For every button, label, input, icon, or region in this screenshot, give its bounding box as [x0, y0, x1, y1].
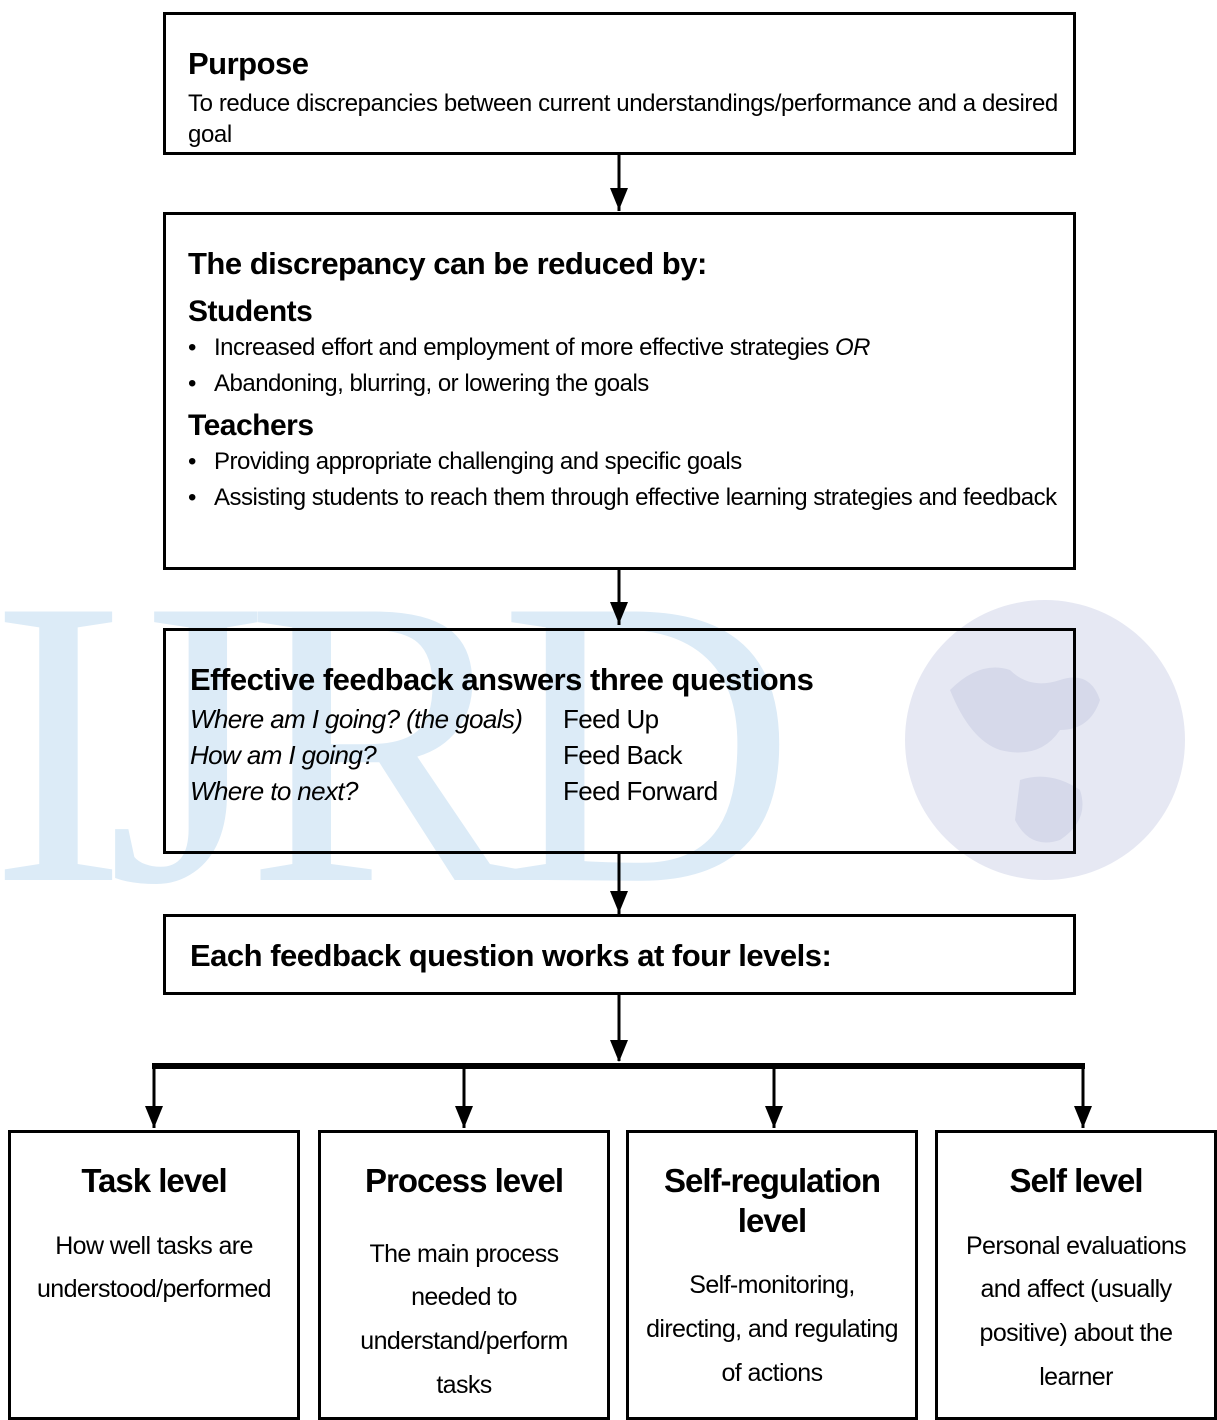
level-description: The main process needed to understand/pe…: [360, 1239, 568, 1399]
level-box-self-regulation: Self-regulation level Self-monitoring, d…: [626, 1130, 918, 1420]
purpose-text: To reduce discrepancies between current …: [188, 90, 1058, 149]
question-text: Where am I going? (the goals): [190, 704, 523, 735]
purpose-title: Purpose: [188, 46, 309, 81]
levels-header-title: Each feedback question works at four lev…: [190, 938, 832, 973]
discrepancy-box: The discrepancy can be reduced by: Stude…: [163, 212, 1076, 570]
levels-header-box: Each feedback question works at four lev…: [163, 914, 1076, 995]
question-text: Where to next?: [190, 775, 359, 806]
teachers-list: Providing appropriate challenging and sp…: [188, 444, 1073, 516]
list-item: Increased effort and employment of more …: [188, 330, 1073, 366]
answer-text: Feed Forward: [563, 775, 718, 806]
answer-text: Feed Up: [563, 704, 659, 735]
question-row: Where am I going? (the goals) Feed Up: [190, 702, 1073, 738]
discrepancy-title: The discrepancy can be reduced by:: [188, 246, 707, 281]
students-list: Increased effort and employment of more …: [188, 330, 1073, 402]
level-box-process: Process level The main process needed to…: [318, 1130, 610, 1420]
question-row: How am I going? Feed Back: [190, 738, 1073, 774]
level-title: Self-regulation level: [663, 1162, 881, 1239]
question-row: Where to next? Feed Forward: [190, 774, 1073, 810]
teachers-label: Teachers: [188, 409, 314, 443]
questions-box: Effective feedback answers three questio…: [163, 628, 1076, 854]
level-box-task: Task level How well tasks are understood…: [8, 1130, 300, 1420]
list-item: Abandoning, blurring, or lowering the go…: [188, 366, 1073, 402]
level-title: Task level: [81, 1162, 227, 1199]
question-text: How am I going?: [190, 740, 377, 771]
students-label: Students: [188, 295, 313, 329]
level-description: Personal evaluations and affect (usually…: [965, 1231, 1187, 1391]
level-title: Process level: [365, 1162, 564, 1199]
questions-title: Effective feedback answers three questio…: [190, 662, 814, 697]
list-item: Providing appropriate challenging and sp…: [188, 444, 1073, 480]
level-description: How well tasks are understood/performed: [37, 1231, 272, 1304]
answer-text: Feed Back: [563, 740, 682, 771]
questions-table: Where am I going? (the goals) Feed Up Ho…: [190, 702, 1073, 810]
level-box-self: Self level Personal evaluations and affe…: [935, 1130, 1217, 1420]
purpose-box: Purpose To reduce discrepancies between …: [163, 12, 1076, 155]
level-description: Self-monitoring, directing, and regulati…: [646, 1271, 898, 1387]
level-title: Self level: [1009, 1162, 1143, 1199]
or-label: OR: [834, 334, 871, 362]
list-item: Assisting students to reach them through…: [188, 480, 1073, 516]
